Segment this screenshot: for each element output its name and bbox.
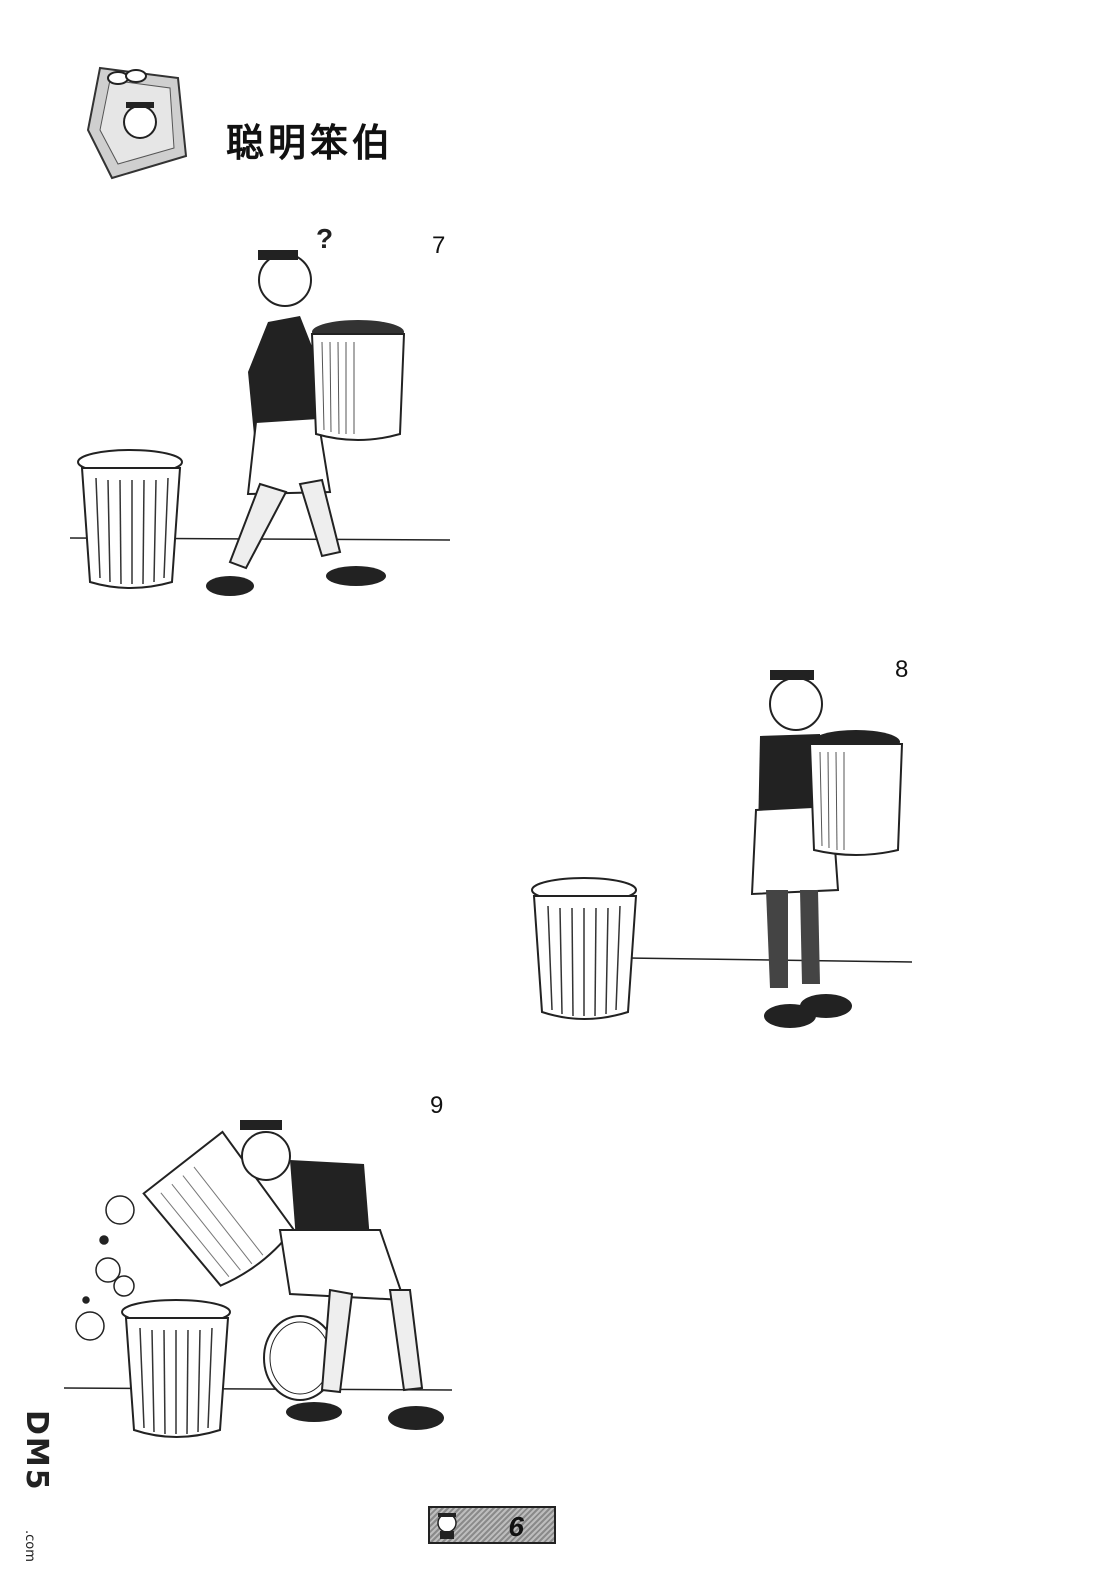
held-bin-icon	[142, 1130, 295, 1287]
held-bin-icon	[310, 320, 406, 441]
page-title: 聪明笨伯	[226, 121, 395, 165]
panel-9-illustration	[63, 1120, 453, 1438]
trash-can-icon	[531, 877, 638, 1020]
watermark-suffix: .com	[22, 1530, 37, 1562]
debris-cloud	[75, 1195, 135, 1341]
page-number-box: 6	[428, 1506, 556, 1544]
panel-8-illustration	[531, 670, 913, 1028]
panel-number-9: 9	[430, 1092, 444, 1119]
header-emblem-icon	[86, 66, 188, 180]
character-head-icon	[437, 1513, 457, 1539]
character-figure	[206, 250, 386, 596]
character-figure	[240, 1120, 444, 1430]
panel-7-illustration: ?	[69, 223, 451, 596]
held-bin-icon	[808, 730, 904, 856]
watermark: DM5	[18, 1410, 54, 1560]
trash-can-icon	[121, 1299, 231, 1438]
watermark-text: DM5	[19, 1410, 54, 1492]
trash-can-icon	[77, 449, 183, 589]
svg-text:?: ?	[316, 223, 333, 254]
page-number: 6	[508, 1511, 524, 1542]
panel-number-8: 8	[895, 656, 909, 683]
panel-number-7: 7	[432, 232, 446, 259]
